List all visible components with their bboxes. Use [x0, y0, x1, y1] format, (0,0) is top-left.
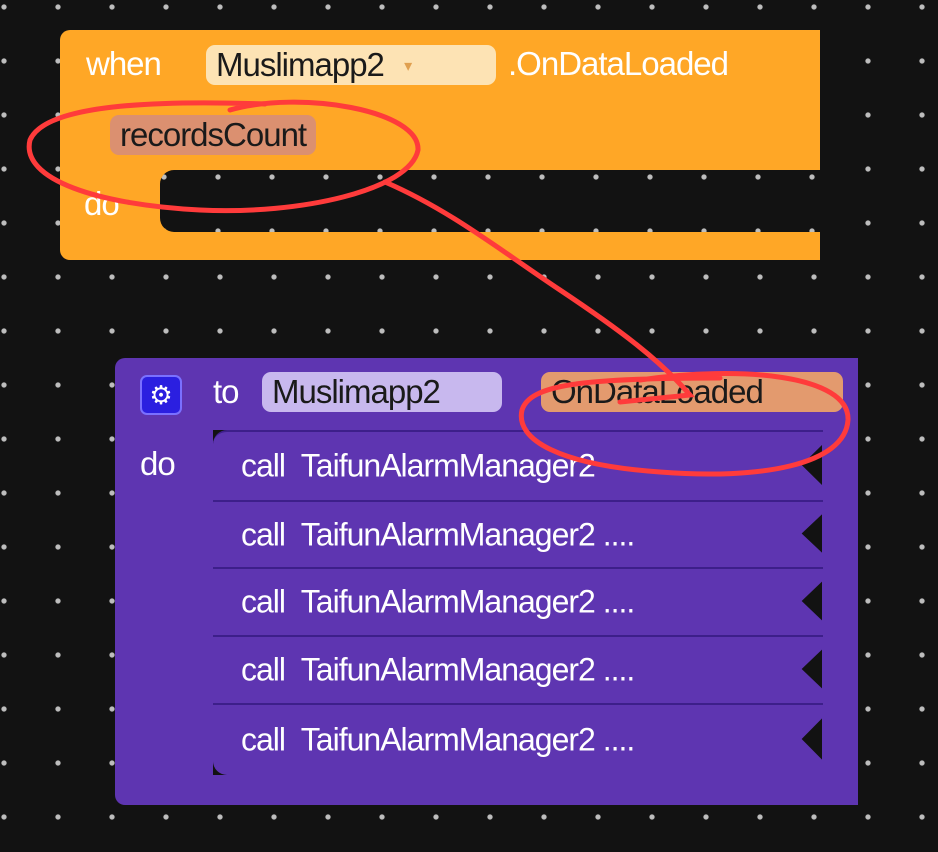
annotation-circle-OnDataLoaded	[518, 371, 851, 477]
to-keyword: to	[213, 373, 240, 410]
do-slot[interactable]	[160, 170, 820, 232]
annotation-arrow-line	[382, 179, 696, 405]
call-suffix: ....	[602, 651, 636, 688]
call-suffix: ....	[602, 583, 636, 620]
call-keyword: call	[241, 447, 286, 484]
gear-icon[interactable]: ⚙	[140, 375, 182, 415]
do-keyword: do	[140, 445, 176, 482]
call-keyword: call	[241, 721, 286, 758]
call-statement[interactable]: call TaifunAlarmManager2	[213, 430, 823, 500]
event-name: .OnDataLoaded	[508, 45, 729, 82]
call-suffix: ....	[602, 516, 636, 552]
call-target: TaifunAlarmManager2	[300, 516, 596, 552]
when-keyword: when	[86, 45, 162, 82]
call-target: TaifunAlarmManager2	[300, 447, 596, 484]
call-suffix: ....	[602, 721, 636, 758]
component-dropdown[interactable]: Muslimapp2 ▾	[206, 45, 496, 85]
call-statement[interactable]: call TaifunAlarmManager2 ....	[213, 703, 823, 775]
component-name-pill[interactable]: Muslimapp2	[262, 372, 502, 412]
call-statement[interactable]: call TaifunAlarmManager2 ....	[213, 500, 823, 567]
chevron-down-icon: ▾	[404, 58, 412, 76]
call-target: TaifunAlarmManager2	[300, 583, 596, 620]
call-keyword: call	[241, 516, 286, 552]
call-statement[interactable]: call TaifunAlarmManager2 ....	[213, 635, 823, 703]
call-keyword: call	[241, 651, 286, 688]
call-target: TaifunAlarmManager2	[300, 721, 596, 758]
call-statement[interactable]: call TaifunAlarmManager2 ....	[213, 567, 823, 635]
call-keyword: call	[241, 583, 286, 620]
parameter-recordsCount[interactable]: recordsCount	[110, 115, 317, 155]
call-target: TaifunAlarmManager2	[300, 651, 596, 688]
component-name: Muslimapp2	[216, 46, 385, 83]
annotation-circle-recordsCount	[26, 99, 421, 214]
